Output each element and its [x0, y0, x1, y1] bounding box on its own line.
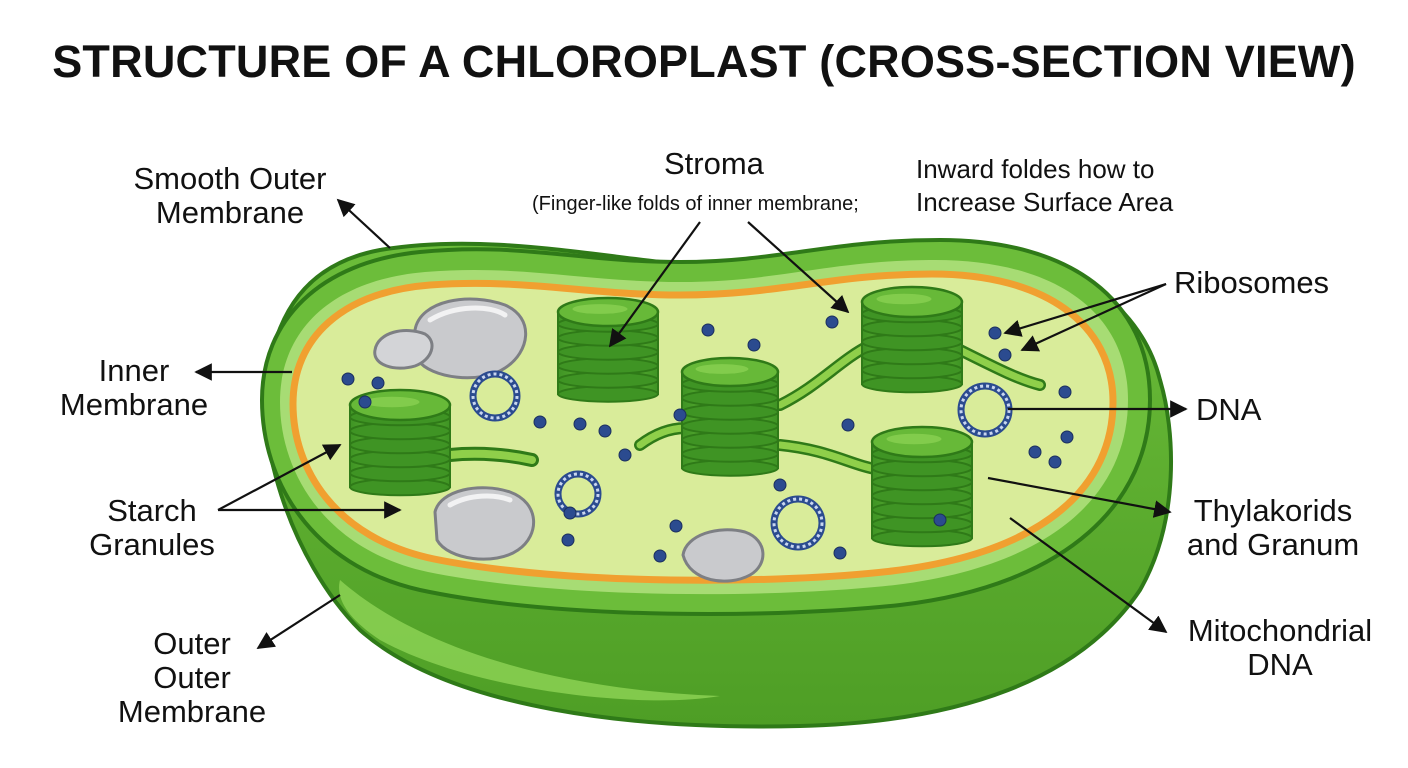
- ribosome-dot: [1028, 445, 1042, 459]
- ribosome-dot: [371, 376, 385, 390]
- label-line: Membrane: [155, 195, 305, 230]
- granum-stack: [860, 285, 964, 394]
- ribosome-dot: [573, 417, 587, 431]
- ribosome-dot: [563, 506, 577, 520]
- label-mitochondrial-dna: Mitochondrial DNA: [1170, 614, 1390, 682]
- ribosome-dot: [618, 448, 632, 462]
- granum-stack: [556, 296, 660, 403]
- label-stroma: Stroma: [664, 146, 764, 181]
- ribosome-dot: [747, 338, 761, 352]
- dna-ring: [554, 470, 602, 518]
- ribosome-dot: [1060, 430, 1074, 444]
- label-line: Outer: [153, 626, 231, 661]
- ribosome-dot: [701, 323, 715, 337]
- stroma-lamellae: [443, 339, 1046, 476]
- thylakoid-highlight: [695, 364, 749, 374]
- label-line: DNA: [1247, 647, 1313, 682]
- starch-granule-bottom: [433, 486, 535, 561]
- label-line: Inward foldes how to: [916, 154, 1155, 184]
- ribosome-dot: [998, 348, 1012, 362]
- ribosome-dot: [1058, 385, 1072, 399]
- label-starch-granules: Starch Granules: [74, 494, 230, 562]
- label-line: Thylakorids: [1193, 493, 1353, 528]
- ribosome-dot: [673, 408, 687, 422]
- starch-granule-top: [373, 297, 528, 380]
- ribosome-dot: [653, 549, 667, 563]
- dna-ring: [770, 495, 826, 551]
- ribosome-dot: [933, 513, 947, 527]
- thylakoid-highlight: [572, 304, 628, 314]
- label-line: Mitochondrial: [1187, 613, 1373, 648]
- label-line: Inner: [98, 353, 170, 388]
- label-line: Membrane: [117, 694, 267, 729]
- outer-body-highlight: [339, 580, 720, 701]
- label-arrows: [194, 198, 1188, 649]
- label-line: Granules: [89, 527, 215, 562]
- label-smooth-outer-membrane: Smooth Outer Membrane: [114, 162, 346, 230]
- ribosome-dot: [988, 326, 1002, 340]
- ribosome-dot: [598, 424, 612, 438]
- ribosome-dot: [669, 519, 683, 533]
- granum-stack: [870, 425, 974, 548]
- label-outer-outer-membrane: Outer Outer Membrane: [106, 627, 278, 729]
- ribosome-dot: [341, 372, 355, 386]
- label-stroma-note: (Finger-like folds of inner membrane;: [532, 193, 859, 215]
- ribosome-dot: [533, 415, 547, 429]
- label-line: Starch: [107, 493, 197, 528]
- granum-stack: [348, 388, 452, 497]
- grana-stacks: [348, 285, 974, 548]
- thylakoid-highlight: [876, 293, 932, 305]
- thylakoid-highlight: [364, 396, 420, 408]
- label-line: Increase Surface Area: [916, 187, 1174, 217]
- dna-ring-inner: [772, 497, 824, 549]
- label-line: Membrane: [59, 387, 209, 422]
- label-line: Outer: [153, 660, 231, 695]
- thylakoid-highlight: [886, 433, 942, 445]
- dna-ring: [469, 370, 521, 422]
- ribosome-dot: [825, 315, 839, 329]
- ribosome-dot: [841, 418, 855, 432]
- ribosome-dot: [561, 533, 575, 547]
- page-title: STRUCTURE OF A CHLOROPLAST (CROSS-SECTIO…: [52, 36, 1356, 87]
- label-inward-folds: Inward foldes how to Increase Surface Ar…: [916, 153, 1173, 219]
- ribosome-dot: [1048, 455, 1062, 469]
- label-dna: DNA: [1196, 392, 1262, 427]
- dna-ring-inner: [556, 472, 600, 516]
- label-inner-membrane: Inner Membrane: [44, 354, 224, 422]
- ribosomes: [341, 315, 1074, 563]
- label-line: and Granum: [1186, 527, 1360, 562]
- label-thylakoids-granum: Thylakorids and Granum: [1170, 494, 1376, 562]
- starch-granule-center: [681, 528, 765, 583]
- ribosome-dot: [358, 395, 372, 409]
- label-ribosomes: Ribosomes: [1174, 265, 1330, 300]
- granum-stack: [680, 356, 780, 477]
- label-line: Smooth Outer: [133, 161, 327, 196]
- ribosome-dot: [773, 478, 787, 492]
- ribosome-dot: [833, 546, 847, 560]
- dna-ring-inner: [471, 372, 519, 420]
